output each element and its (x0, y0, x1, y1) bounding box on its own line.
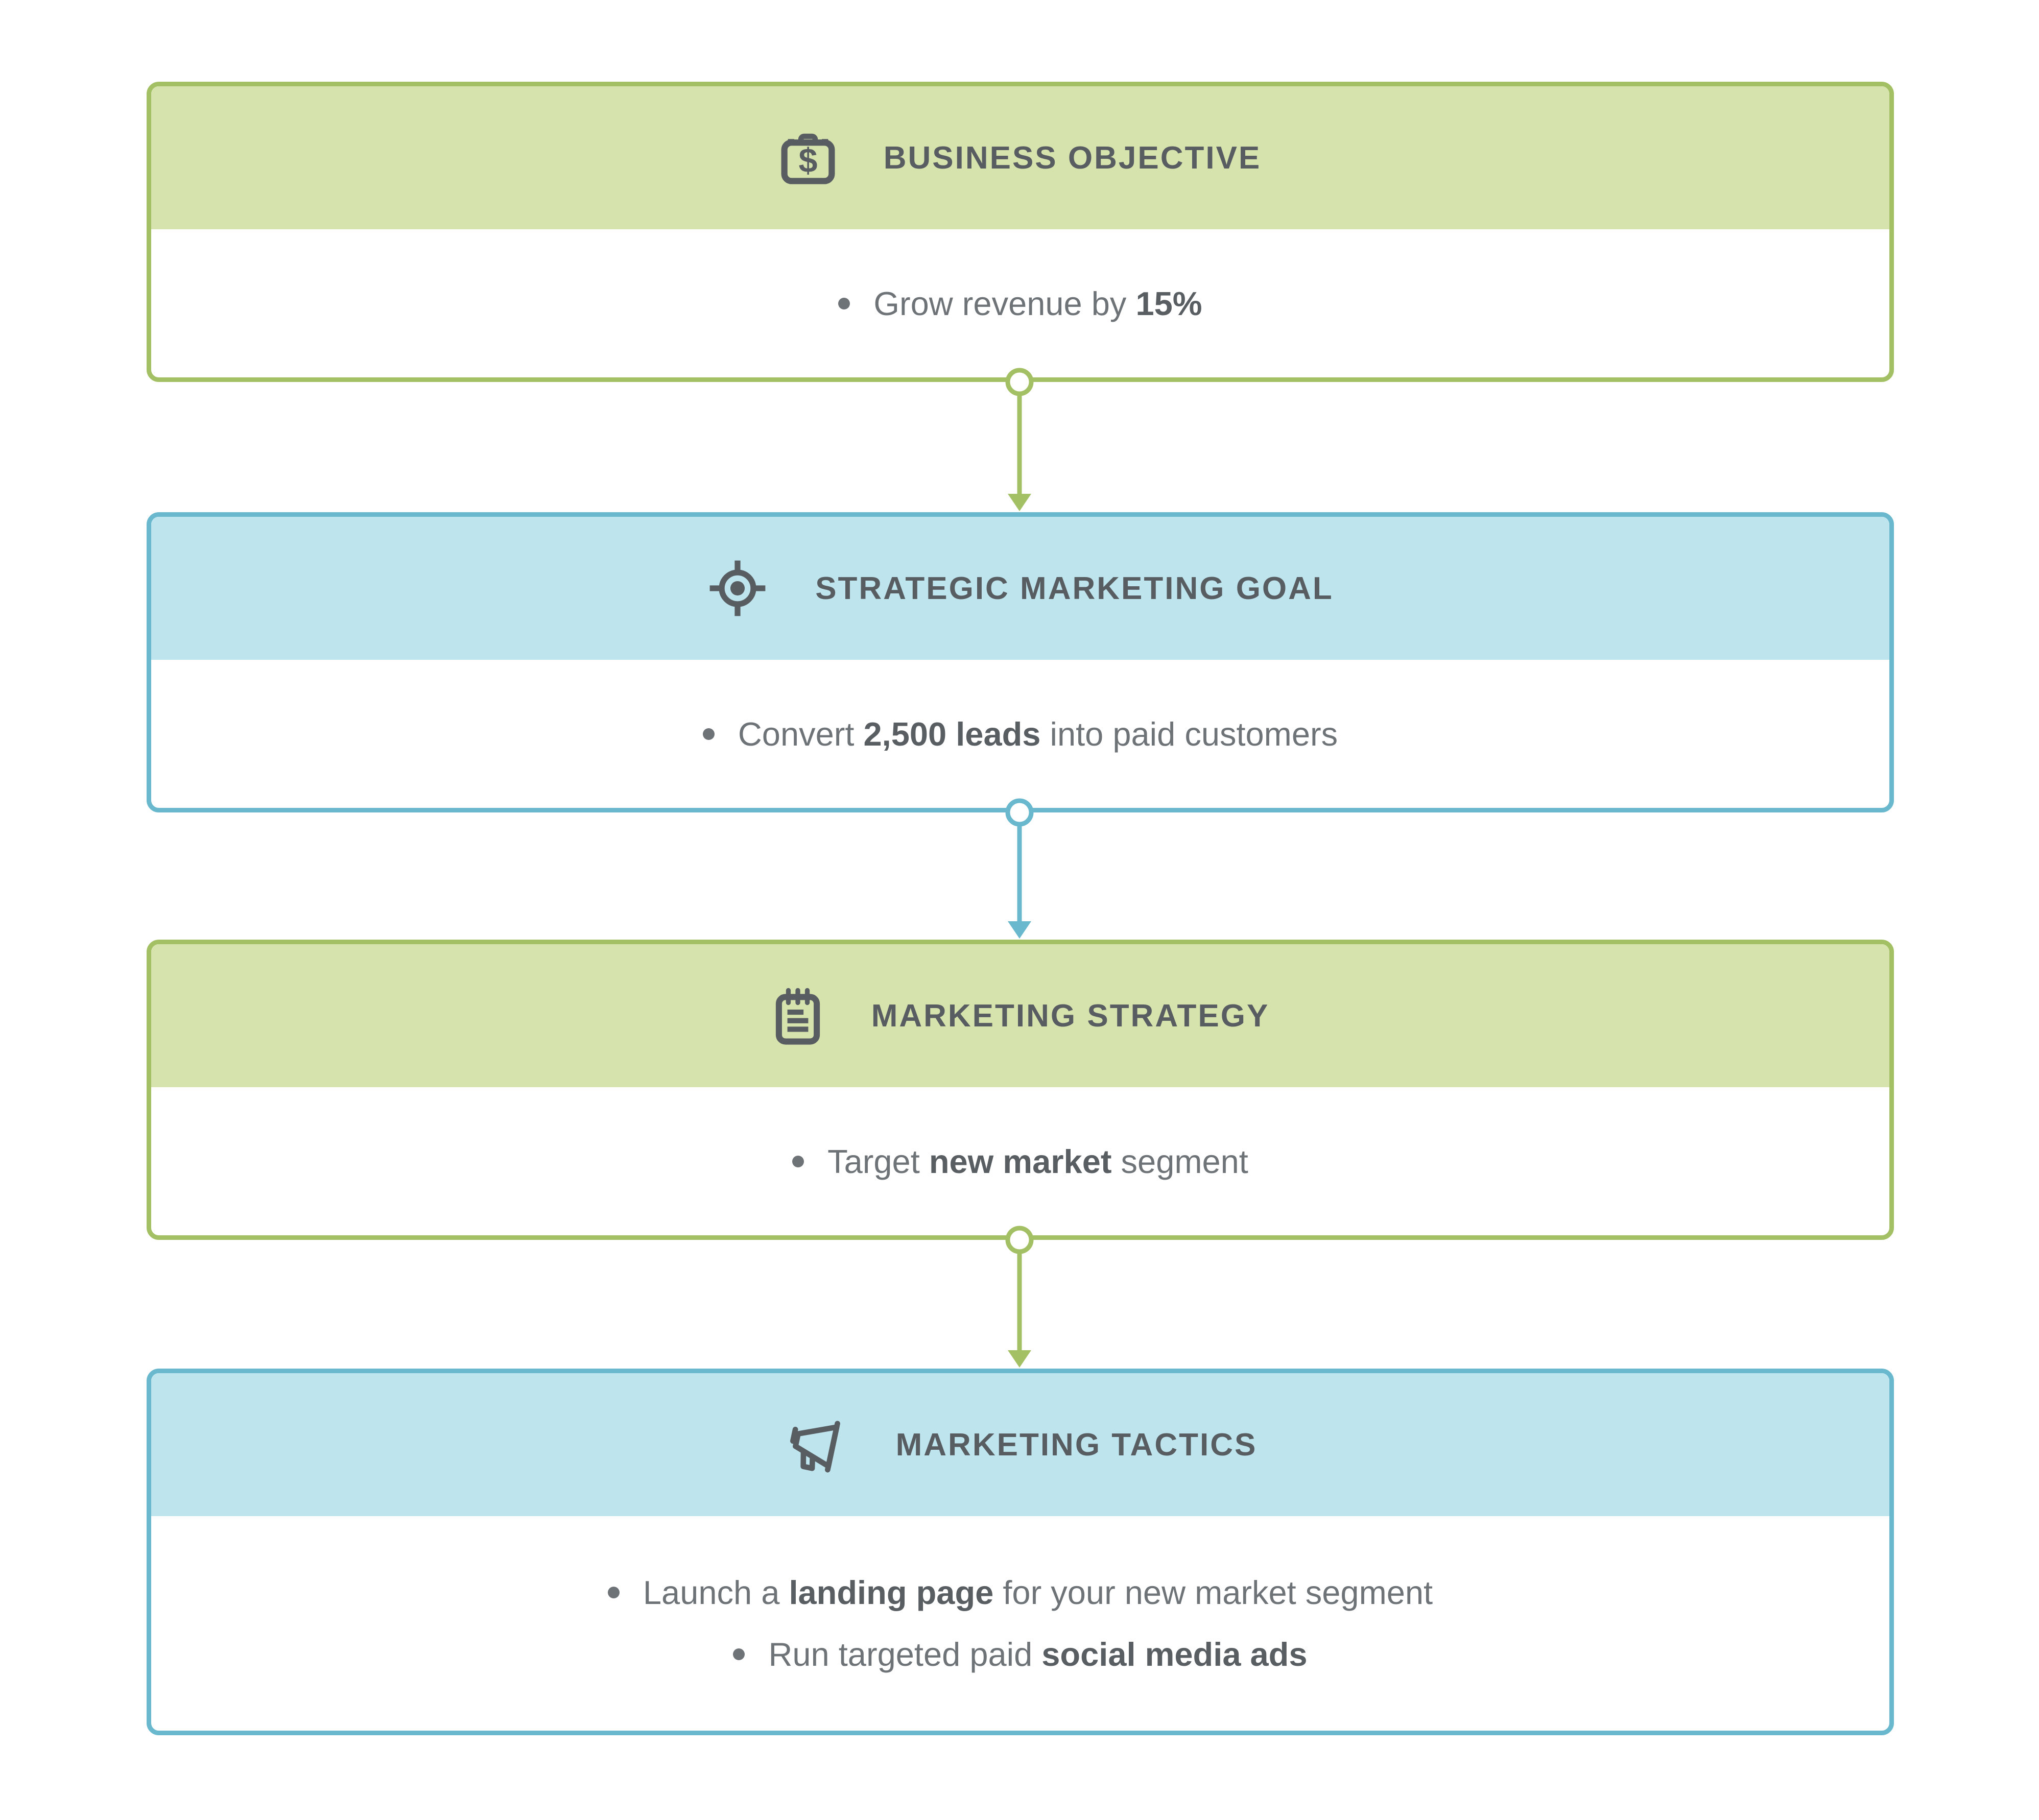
box-title: STRATEGIC MARKETING GOAL (815, 570, 1334, 606)
bullet-dot-icon (733, 1648, 745, 1660)
bullet-dot-icon (792, 1155, 804, 1167)
business-objective-body: Grow revenue by 15% (151, 229, 1889, 377)
marketing-strategy-box: MARKETING STRATEGY Target new market seg… (147, 940, 1894, 1240)
business-objective-box: $ BUSINESS OBJECTIVE Grow revenue by 15% (147, 82, 1894, 382)
box-title: MARKETING STRATEGY (871, 998, 1270, 1034)
target-icon (709, 560, 766, 616)
marketing-tactics-header: MARKETING TACTICS (151, 1373, 1889, 1516)
bullet-text: Grow revenue by 15% (873, 284, 1202, 322)
bullet-text: Run targeted paid social media ads (768, 1636, 1308, 1673)
bullet-dot-icon (607, 1587, 620, 1598)
bullet-text: Target new market segment (827, 1142, 1248, 1180)
bullet-text: Launch a landing page for your new marke… (643, 1574, 1433, 1611)
connector-arrow-2 (994, 798, 1045, 940)
strategic-marketing-goal-body: Convert 2,500 leads into paid customers (151, 660, 1889, 808)
connector-arrow-1 (994, 368, 1045, 512)
briefcase-dollar-icon: $ (781, 133, 835, 184)
connector-arrow-3 (994, 1226, 1045, 1369)
bullet-item: Grow revenue by 15% (838, 284, 1202, 323)
bullet-item: Target new market segment (792, 1142, 1248, 1181)
megaphone-icon (790, 1421, 840, 1473)
bullet-dot-icon (702, 728, 715, 740)
bullet-dot-icon (838, 297, 850, 309)
svg-text:$: $ (798, 142, 817, 180)
bullet-item: Convert 2,500 leads into paid customers (702, 715, 1338, 753)
marketing-tactics-box: MARKETING TACTICS Launch a landing page … (147, 1369, 1894, 1735)
business-objective-header: $ BUSINESS OBJECTIVE (151, 86, 1889, 229)
marketing-strategy-body: Target new market segment (151, 1087, 1889, 1235)
marketing-tactics-body: Launch a landing page for your new marke… (151, 1516, 1889, 1731)
bullet-item: Run targeted paid social media ads (733, 1635, 1308, 1673)
box-title: BUSINESS OBJECTIVE (883, 140, 1262, 176)
box-title: MARKETING TACTICS (895, 1427, 1258, 1463)
strategic-marketing-goal-box: STRATEGIC MARKETING GOAL Convert 2,500 l… (147, 512, 1894, 812)
marketing-strategy-header: MARKETING STRATEGY (151, 944, 1889, 1087)
bullet-text: Convert 2,500 leads into paid customers (738, 715, 1338, 753)
notepad-icon (775, 988, 820, 1045)
strategic-marketing-goal-header: STRATEGIC MARKETING GOAL (151, 517, 1889, 660)
bullet-item: Launch a landing page for your new marke… (607, 1573, 1433, 1612)
